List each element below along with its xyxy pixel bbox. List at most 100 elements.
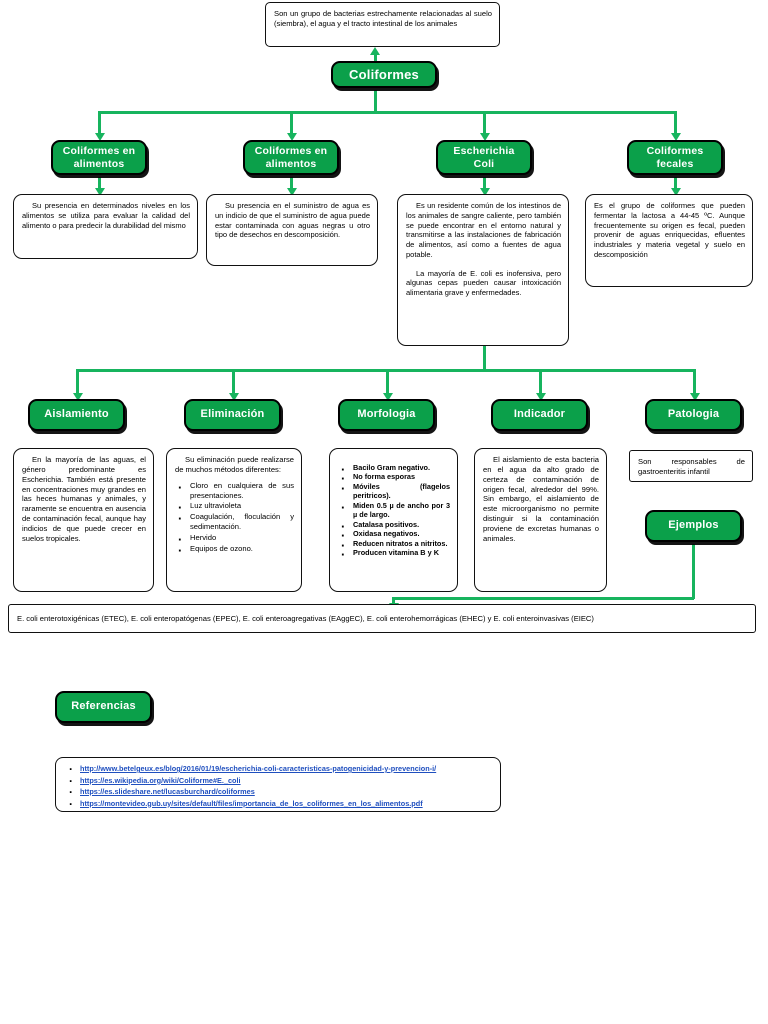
list-item: https://es.wikipedia.org/wiki/Coliforme#… xyxy=(69,774,492,788)
connector-tier2-drop-4 xyxy=(539,369,542,395)
card-escherichia-coli: Es un residente común de los intestinos … xyxy=(397,194,569,346)
list-item: Luz ultravioleta xyxy=(178,500,294,517)
card-paragraph: Es el grupo de coliformes que pueden fer… xyxy=(594,201,745,259)
list-item: Miden 0.5 µ de ancho por 3 µ de largo. xyxy=(341,500,450,520)
connector-tier2-drop-3 xyxy=(386,369,389,395)
connector-node1-to-card xyxy=(98,177,101,190)
card-eliminacion: Su eliminación puede realizarse de mucho… xyxy=(166,448,302,592)
connector-ejemplos-into-box xyxy=(392,597,395,605)
connector-tier2-drop-1 xyxy=(76,369,79,395)
list-item: http://www.betelgeux.es/blog/2016/01/19/… xyxy=(69,762,492,776)
reference-link-4[interactable]: https://montevideo.gub.uy/sites/default/… xyxy=(80,798,423,808)
list-item: Cloro en cualquiera de sus presentacione… xyxy=(178,480,294,501)
card-lead-text: Su eliminación puede realizarse de mucho… xyxy=(175,455,294,474)
connector-tier1-drop-4 xyxy=(674,111,677,135)
arrow-tier2-4 xyxy=(536,393,546,401)
root-definition-text: Son un grupo de bacterias estrechamente … xyxy=(274,9,492,28)
connector-tier2-drop-5 xyxy=(693,369,696,395)
node-label: Escherichia Coli xyxy=(453,144,515,170)
connector-node4-to-card xyxy=(674,177,677,190)
list-item: Oxidasa negativos. xyxy=(341,528,450,546)
arrow-root-to-definition xyxy=(370,47,380,55)
references-box: http://www.betelgeux.es/blog/2016/01/19/… xyxy=(55,757,501,812)
node-aislamiento[interactable]: Aislamiento xyxy=(28,399,125,431)
card-paragraph-1: Es un residente común de los intestinos … xyxy=(406,201,561,259)
morfologia-bullet-list: Bacilo Gram negativo. No forma esporas M… xyxy=(338,462,450,565)
arrow-tier2-5 xyxy=(690,393,700,401)
list-item: Coagulación, floculación y sedimentación… xyxy=(178,511,294,532)
card-aislamiento: En la mayoría de las aguas, el género pr… xyxy=(13,448,154,592)
list-item: Bacilo Gram negativo. xyxy=(341,462,450,480)
card-paragraph: Su presencia en el suministro de agua es… xyxy=(215,201,370,240)
node-coliformes[interactable]: Coliformes xyxy=(331,61,437,88)
arrow-node1-card xyxy=(95,188,105,196)
card-coliformes-alimentos-1: Su presencia en determinados niveles en … xyxy=(13,194,198,259)
arrow-tier1-2 xyxy=(287,133,297,141)
references-list: http://www.betelgeux.es/blog/2016/01/19/… xyxy=(64,762,492,811)
node-coliformes-en-alimentos-1[interactable]: Coliformes en alimentos xyxy=(51,140,147,175)
list-item: Reducen nitratos a nitritos. xyxy=(341,538,450,556)
node-coliformes-fecales[interactable]: Coliformes fecales xyxy=(627,140,723,175)
node-patologia[interactable]: Patologia xyxy=(645,399,742,431)
arrow-tier2-1 xyxy=(73,393,83,401)
reference-link-2[interactable]: https://es.wikipedia.org/wiki/Coliforme#… xyxy=(80,775,241,785)
card-morfologia: Bacilo Gram negativo. No forma esporas M… xyxy=(329,448,458,592)
connector-tier1-bus xyxy=(99,111,675,114)
card-indicador: El aislamiento de esta bacteria en el ag… xyxy=(474,448,607,592)
card-paragraph: El aislamiento de esta bacteria en el ag… xyxy=(483,455,599,543)
connector-tier1-drop-3 xyxy=(483,111,486,135)
connector-ejemplos-left xyxy=(392,597,694,600)
list-item: Equipos de ozono. xyxy=(178,543,294,560)
connector-node3-to-card xyxy=(483,177,486,190)
node-label: Aislamiento xyxy=(44,408,109,421)
reference-link-1[interactable]: http://www.betelgeux.es/blog/2016/01/19/… xyxy=(80,764,437,773)
card-patologia: Son responsables de gastroenteritis infa… xyxy=(629,450,753,482)
node-referencias[interactable]: Referencias xyxy=(55,691,152,723)
connector-ejemplos-down xyxy=(692,544,695,599)
node-label: Morfologia xyxy=(357,408,416,421)
connector-node2-to-card xyxy=(290,177,293,190)
ejemplos-text: E. coli enterotoxigénicas (ETEC), E. col… xyxy=(17,613,594,623)
node-label: Coliformes en alimentos xyxy=(62,144,136,170)
list-item: https://montevideo.gub.uy/sites/default/… xyxy=(69,797,492,811)
node-eliminacion[interactable]: Eliminación xyxy=(184,399,281,431)
card-paragraph: Su presencia en determinados niveles en … xyxy=(22,201,190,230)
node-label: Coliformes en alimentos xyxy=(254,144,328,170)
arrow-tier2-2 xyxy=(229,393,239,401)
list-item: Catalasa positivos. xyxy=(341,519,450,537)
arrow-tier2-3 xyxy=(383,393,393,401)
node-label: Indicador xyxy=(513,408,566,421)
node-ejemplos[interactable]: Ejemplos xyxy=(645,510,742,542)
card-paragraph: Son responsables de gastroenteritis infa… xyxy=(638,457,745,476)
node-coliformes-label: Coliformes xyxy=(349,66,419,82)
node-label: Ejemplos xyxy=(668,519,719,532)
node-label: Referencias xyxy=(71,700,136,713)
eliminacion-bullet-list: Cloro en cualquiera de sus presentacione… xyxy=(175,480,294,560)
node-coliformes-en-alimentos-2[interactable]: Coliformes en alimentos xyxy=(243,140,339,175)
card-paragraph-2: La mayoría de E. coli es inofensiva, per… xyxy=(406,268,561,298)
connector-ecoli-down xyxy=(483,346,486,370)
list-item: Hervido xyxy=(178,532,294,549)
arrow-tier1-3 xyxy=(480,133,490,141)
node-label: Patologia xyxy=(667,408,720,421)
arrow-tier1-1 xyxy=(95,133,105,141)
node-label: Coliformes fecales xyxy=(646,144,704,170)
card-ejemplos-list: E. coli enterotoxigénicas (ETEC), E. col… xyxy=(8,604,756,633)
connector-tier2-drop-2 xyxy=(232,369,235,395)
arrow-node3-card xyxy=(480,188,490,196)
arrow-node4-card xyxy=(671,188,681,196)
arrow-tier1-4 xyxy=(671,133,681,141)
card-coliformes-fecales: Es el grupo de coliformes que pueden fer… xyxy=(585,194,753,287)
list-item: Móviles (flagelos peritricos). xyxy=(341,481,450,501)
connector-root-to-definition xyxy=(374,55,377,62)
node-indicador[interactable]: Indicador xyxy=(491,399,588,431)
list-item: Producen vitamina B y K xyxy=(341,547,450,565)
reference-link-3[interactable]: https://es.slideshare.net/lucasburchard/… xyxy=(80,787,255,796)
card-paragraph: En la mayoría de las aguas, el género pr… xyxy=(22,455,146,543)
node-morfologia[interactable]: Morfologia xyxy=(338,399,435,431)
connector-root-down xyxy=(374,90,377,112)
node-escherichia-coli[interactable]: Escherichia Coli xyxy=(436,140,532,175)
arrow-node2-card xyxy=(287,188,297,196)
connector-tier1-drop-2 xyxy=(290,111,293,135)
